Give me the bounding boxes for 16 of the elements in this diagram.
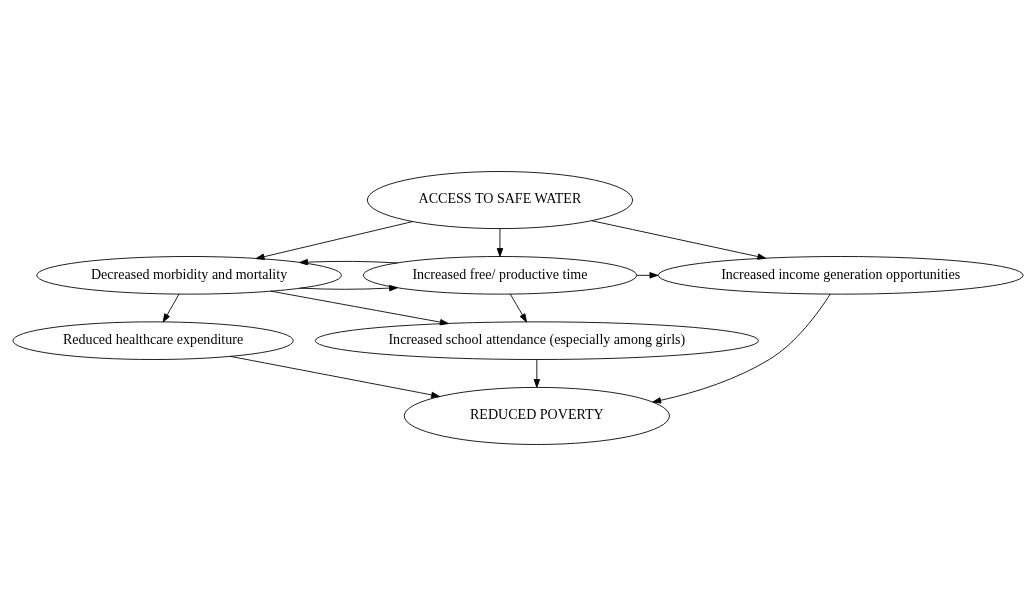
node-ellipse: REDUCED POVERTY [403,386,670,445]
arrow [533,358,541,388]
node-ellipse: ACCESS TO SAFE WATER [366,171,633,230]
arrow [299,258,398,266]
arrow [255,221,413,260]
arrow [591,220,767,260]
arrow [299,284,398,292]
arrow [229,355,440,399]
arrow [270,290,449,326]
node-ellipse: Increased income generation opportunities [657,256,1024,295]
arrow [509,293,527,323]
arrow [652,293,831,404]
node-ellipse: Reduced healthcare expenditure [12,321,294,360]
arrow [496,228,504,257]
arrow [162,293,180,323]
arrow [636,272,659,279]
